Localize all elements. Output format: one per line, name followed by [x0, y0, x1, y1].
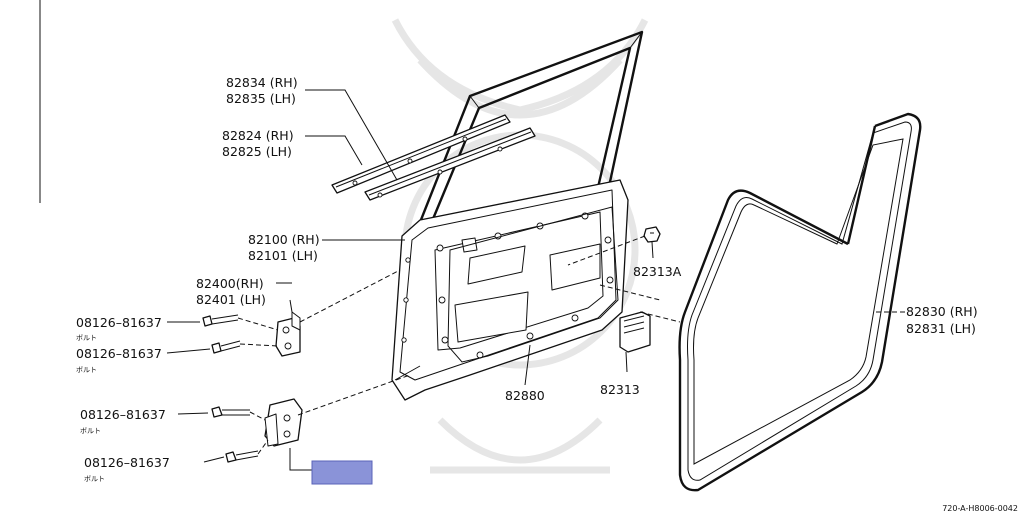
label-82100: 82100 (RH): [248, 232, 320, 247]
clip-part: [643, 226, 661, 259]
hole-cover: [447, 206, 619, 386]
label-82831: 82831 (LH): [906, 321, 976, 336]
door-panel: [391, 179, 629, 401]
label-bolt-4: 08126–81637: [84, 455, 170, 470]
label-bolt-1: 08126–81637: [76, 315, 162, 330]
label-82824: 82824 (RH): [222, 128, 294, 143]
label-bolt-4-note: ボルト: [84, 475, 105, 483]
label-82400: 82400(RH): [196, 276, 264, 291]
part-labels: 82834 (RH) 82835 (LH) 82824 (RH) 82825 (…: [76, 75, 1018, 513]
bolt-4: [225, 450, 259, 463]
label-bolt-3: 08126–81637: [80, 407, 166, 422]
run-channel-inner: [364, 127, 536, 201]
label-82880: 82880: [505, 388, 545, 403]
label-82313: 82313: [600, 382, 640, 397]
highlighted-label-box[interactable]: [311, 460, 373, 485]
label-82825: 82825 (LH): [222, 144, 292, 159]
bolt-3: [211, 406, 250, 418]
bolt-2: [211, 340, 241, 354]
door-weatherstrip: [678, 112, 922, 492]
label-bolt-1-note: ボルト: [76, 334, 97, 342]
run-channel-outer: [331, 114, 511, 194]
grommet-part: [619, 311, 651, 373]
label-82313A: 82313A: [633, 264, 682, 279]
lower-hinge: [264, 398, 303, 447]
leader-lines: [166, 89, 906, 471]
label-bolt-2: 08126–81637: [76, 346, 162, 361]
label-bolt-2-note: ボルト: [76, 366, 97, 374]
label-82101: 82101 (LH): [248, 248, 318, 263]
drawing-code: 720-A-H8006-0042: [942, 504, 1018, 513]
label-82835: 82835 (LH): [226, 91, 296, 106]
label-82401: 82401 (LH): [196, 292, 266, 307]
bolt-1: [202, 314, 239, 327]
upper-hinge: [275, 299, 301, 357]
label-bolt-3-note: ボルト: [80, 427, 101, 435]
label-82830: 82830 (RH): [906, 304, 978, 319]
label-82834: 82834 (RH): [226, 75, 298, 90]
